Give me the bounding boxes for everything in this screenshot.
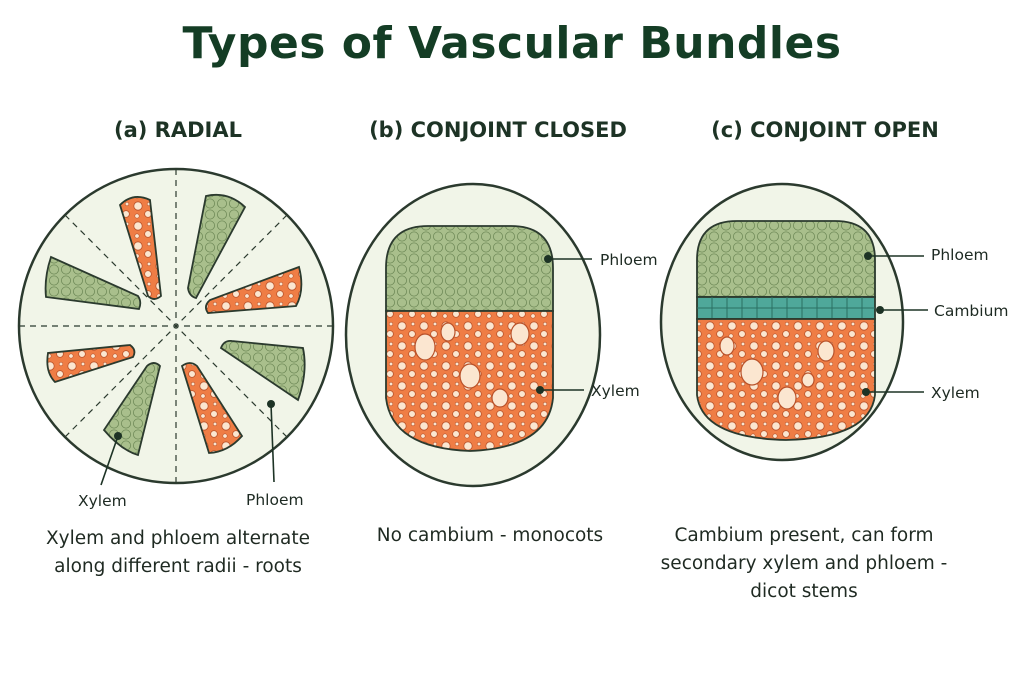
- open-xylem: [696, 318, 876, 441]
- radial-xylem-left: [46, 344, 136, 384]
- heading-conjoint-open: (c) CONJOINT OPEN: [711, 118, 939, 142]
- radial-xylem-right: [205, 265, 303, 314]
- radial-phloem-upper: [187, 193, 247, 300]
- diagram-title: Types of Vascular Bundles: [182, 18, 842, 69]
- label-xylem-closed: Xylem: [591, 382, 640, 400]
- open-phloem: [696, 220, 876, 298]
- caption-radial: Xylem and phloem alternate along differe…: [8, 525, 348, 581]
- caption-closed-line-1: No cambium - monocots: [376, 525, 604, 546]
- label-xylem-radial: Xylem: [78, 492, 127, 510]
- label-cambium-open: Cambium: [934, 302, 1009, 320]
- heading-conjoint-closed: (b) CONJOINT CLOSED: [369, 118, 627, 142]
- radial-phloem-left: [44, 255, 142, 310]
- radial-bundle: Xylem Phloem: [17, 167, 335, 510]
- closed-phloem: [385, 225, 554, 312]
- label-phloem-radial: Phloem: [246, 491, 304, 509]
- label-phloem-closed: Phloem: [600, 251, 658, 269]
- radial-xylem-lower: [180, 362, 244, 454]
- caption-radial-line-2: along different radii - roots: [54, 556, 302, 577]
- radial-phloem-right: [219, 339, 306, 402]
- caption-conjoint-closed: No cambium - monocots: [320, 522, 660, 550]
- caption-conjoint-open: Cambium present, can form secondary xyle…: [634, 522, 974, 606]
- radial-dividers: [19, 169, 333, 483]
- radial-xylem-upper: [118, 196, 162, 300]
- label-xylem-open: Xylem: [931, 384, 980, 402]
- caption-radial-line-1: Xylem and phloem alternate: [45, 528, 311, 549]
- caption-open-line-2: secondary xylem and phloem -: [660, 553, 948, 574]
- conjoint-closed-bundle: Phloem Xylem: [344, 182, 658, 488]
- label-phloem-open: Phloem: [931, 246, 989, 264]
- caption-open-line-1: Cambium present, can form: [674, 525, 934, 546]
- heading-radial: (a) RADIAL: [114, 118, 242, 142]
- caption-open-line-3: dicot stems: [750, 581, 858, 602]
- conjoint-open-bundle: Phloem Cambium Xylem: [659, 182, 1009, 462]
